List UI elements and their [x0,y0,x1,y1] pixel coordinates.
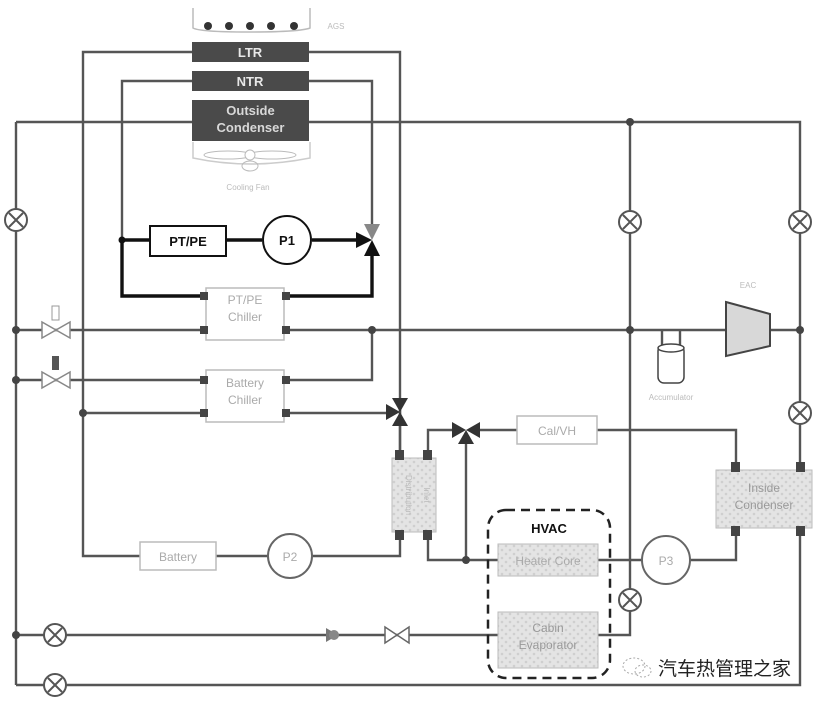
accumulator-icon [657,343,685,384]
compressor-icon [725,300,771,358]
shutoff-valve-icon [618,210,642,234]
shutoff-valve-icon [43,673,67,697]
ntr-label: NTR [237,74,264,89]
shutoff-valve-icon [4,208,28,232]
cabin-heater-block [516,415,598,445]
battery-chiller: Battery Chiller [200,369,290,423]
three-way-valve-icon [356,224,380,256]
watermark: 汽车热管理之家 [622,657,791,680]
battery-label: Battery [159,550,197,564]
outside-condenser-label-wrap: Outside Condenser [216,103,285,135]
pt-pe-chiller-label: PT/PE Chiller [227,293,263,324]
cabin-evaporator-label: Cabin Evaporator [518,621,578,652]
pt-pe-block [149,225,227,257]
battery-chiller-label: Battery Chiller [225,376,264,407]
shutoff-valve-icon [788,401,812,425]
outside-condenser-block [192,100,309,141]
ntr-block [192,71,309,91]
heater-core-label: Heater Core [515,554,581,568]
pt-pe-label: PT/PE [169,234,207,249]
ltr-label: LTR [238,45,263,60]
compressor-label: EAC [740,281,757,290]
cabin-evaporator-block [497,611,599,669]
wechat-icon [622,657,652,678]
expansion-valve-icon [41,305,71,340]
watermark-text: 汽车热管理之家 [658,658,791,680]
pt-pe-chiller: PT/PE Chiller [200,287,290,341]
hvac-group: HVAC Heater Core Cabin Evaporator [486,508,612,680]
junction-dots [12,118,804,639]
inside-condenser: Inside Condenser [715,462,813,536]
pump-p2-label: P2 [283,550,298,564]
shutoff-valve-icon [788,210,812,234]
outside-condenser-label: Outside Condenser [216,103,285,135]
grille-outline [192,8,311,33]
refrigerant-pipes [14,50,802,687]
shutoff-valve-icon [618,588,642,612]
hvac-label: HVAC [531,521,567,536]
expansion-valve-icon [384,625,410,645]
cabin-heater-label: Cal/VH [538,424,576,438]
expansion-valve-icon [41,356,71,390]
coolant-loop-bold [120,238,374,298]
pump-p3-label: P3 [659,554,674,568]
pump-p1 [262,215,312,265]
accumulator-label: Accumulator [649,393,694,402]
pump-p2 [267,533,313,579]
ltr-block [192,42,309,62]
inside-condenser-label: Inside Condenser [734,481,794,512]
three-way-valve-icon [386,398,408,426]
ags-label: AGS [328,22,345,31]
heater-core-block [497,543,599,577]
inlet-label: Inlet [422,487,431,503]
pump-p1-label: P1 [279,233,295,248]
front-module: AGS LTR NTR Outside Condenser Cooling Fa… [192,8,344,192]
check-valve-icon [326,628,339,642]
battery-block [139,541,217,571]
pump-p3 [641,535,691,585]
shutoff-valves [4,208,812,697]
distribution-label: Distribution [404,475,413,515]
distribution-inlet-block: Distribution Inlet [391,450,437,540]
cooling-fan-label: Cooling Fan [226,183,269,192]
shutoff-valve-icon [43,623,67,647]
cooling-fan-icon [203,149,297,172]
three-way-valve-icon [452,422,480,444]
active-grille-shutter-icon [204,22,298,30]
